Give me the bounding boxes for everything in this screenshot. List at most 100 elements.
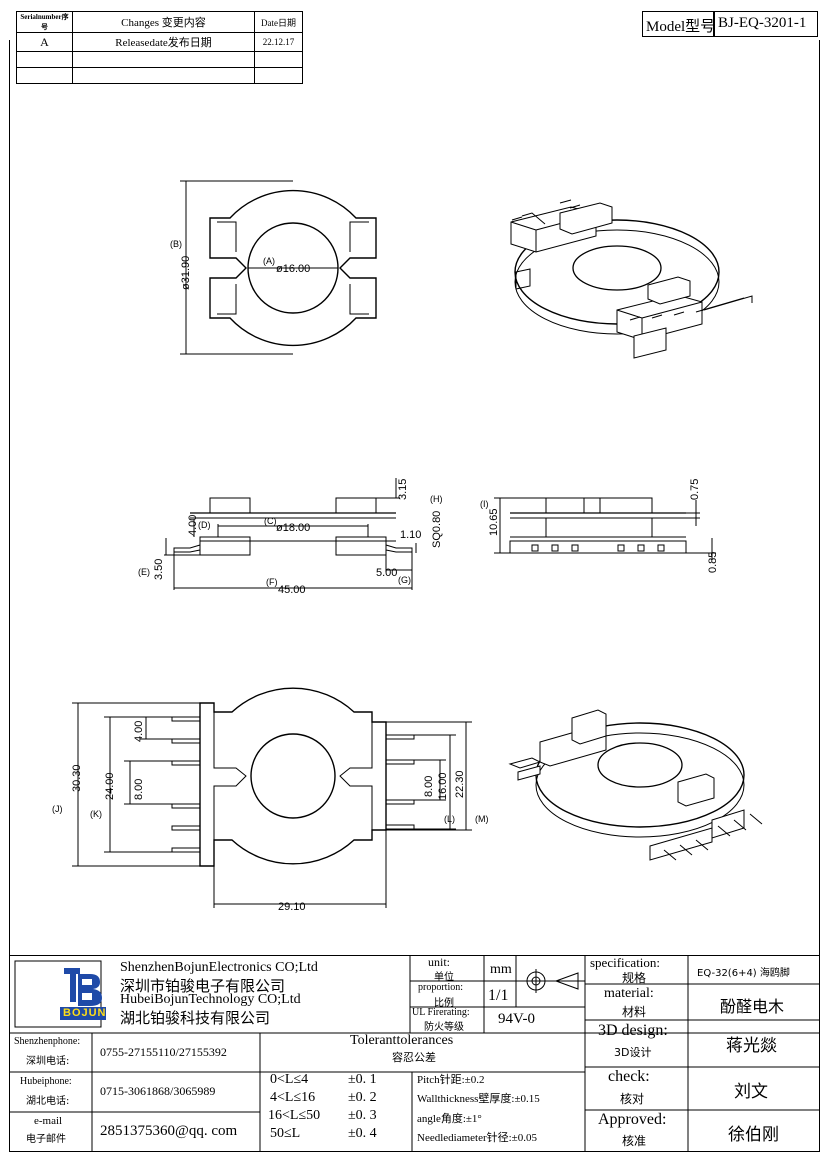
sz-phone-label: Shenzhenphone: bbox=[14, 1036, 81, 1047]
dim-110: 1.10 bbox=[400, 529, 421, 541]
front-view bbox=[494, 497, 716, 560]
design-cn: 3D设计 bbox=[614, 1046, 652, 1059]
hb-phone-label: Hubeiphone: bbox=[20, 1076, 72, 1087]
material-cn: 材料 bbox=[622, 1005, 647, 1019]
proportion-cn: 比例 bbox=[434, 998, 454, 1009]
tolerance-value-3: ±0. 3 bbox=[348, 1108, 377, 1123]
left-pins bbox=[171, 716, 201, 853]
email-value: 2851375360@qq. com bbox=[100, 1123, 238, 1139]
dim-800-left: 8.00 bbox=[133, 779, 145, 800]
tolerance-cn: 容忍公差 bbox=[392, 1051, 436, 1064]
proportion-label: proportion: bbox=[418, 982, 463, 993]
company-cn-2: 湖北铂骏科技有限公司 bbox=[120, 1009, 271, 1027]
tolerance-value-1: ±0. 1 bbox=[348, 1072, 377, 1087]
dim-c-label: (C) bbox=[264, 516, 277, 526]
dim-1065: 10.65 bbox=[488, 508, 500, 536]
dim-d-label: (D) bbox=[198, 520, 211, 530]
material-value: 酚醛电木 bbox=[720, 997, 785, 1016]
design-value: 蒋光燚 bbox=[726, 1036, 777, 1056]
company-cn-1: 深圳市铂骏电子有限公司 bbox=[120, 977, 286, 995]
dim-g-label: (G) bbox=[398, 575, 411, 585]
dim-diameter-18: ø18.00 bbox=[276, 522, 310, 534]
dim-315: 3.15 bbox=[397, 479, 409, 500]
note-pitch: Pitch针距:±0.2 bbox=[417, 1074, 485, 1086]
proportion-value: 1/1 bbox=[488, 987, 509, 1004]
hb-phone-cn: 湖北电话: bbox=[26, 1096, 70, 1107]
approved-label: Approved: bbox=[598, 1111, 667, 1128]
dim-i-label: (I) bbox=[480, 499, 489, 509]
isometric-view-top bbox=[510, 199, 753, 359]
dim-2230: 22.30 bbox=[454, 770, 466, 798]
right-pins bbox=[385, 734, 415, 830]
dim-2910: 29.10 bbox=[278, 901, 306, 913]
dim-e-label: (E) bbox=[138, 567, 150, 577]
specification-label: specification: bbox=[590, 955, 661, 970]
logo-text: BOJUN bbox=[63, 1007, 107, 1019]
tolerance-range-1: 0<L≤4 bbox=[270, 1072, 309, 1087]
side-view bbox=[164, 478, 417, 590]
dim-2400: 24.00 bbox=[104, 772, 116, 800]
rev-empty-cell bbox=[254, 67, 303, 84]
tolerance-value-2: ±0. 2 bbox=[348, 1090, 377, 1105]
material-label: material: bbox=[604, 986, 654, 1001]
dim-j-label: (J) bbox=[52, 804, 63, 814]
dim-350: 3.50 bbox=[153, 559, 165, 580]
dim-500: 5.00 bbox=[376, 567, 397, 579]
note-needle-diameter: Needlediameter针径:±0.05 bbox=[417, 1132, 537, 1144]
dim-m-label: (M) bbox=[475, 814, 489, 824]
check-label: check: bbox=[608, 1068, 650, 1085]
dim-400-side: 4.00 bbox=[187, 515, 199, 536]
tolerance-range-4: 50≤L bbox=[270, 1126, 301, 1141]
dim-1600: 16.00 bbox=[437, 772, 449, 800]
bottom-view bbox=[72, 687, 472, 908]
tolerance-title: Toleranttolerances bbox=[350, 1033, 454, 1048]
dim-a-label: (A) bbox=[263, 256, 275, 266]
unit-value: mm bbox=[490, 962, 512, 977]
dim-inner-diameter: ø16.00 bbox=[276, 263, 310, 275]
dim-4500: 45.00 bbox=[278, 584, 306, 596]
email-label: e-mail bbox=[34, 1115, 63, 1127]
company-en-1: ShenzhenBojunElectronics CO;Ltd bbox=[120, 960, 318, 975]
model-value: BJ-EQ-3201-1 bbox=[718, 15, 807, 31]
sz-phone-value: 0755-27155110/27155392 bbox=[100, 1045, 227, 1059]
bojun-logo-mark bbox=[60, 968, 106, 1020]
tolerance-range-3: 16<L≤50 bbox=[268, 1108, 321, 1123]
specification-value: EQ-32(6+4) 海鸥脚 bbox=[697, 968, 790, 979]
dim-outer-diameter: ø31.90 bbox=[180, 256, 192, 290]
check-value: 刘文 bbox=[734, 1082, 768, 1102]
dim-b-label: (B) bbox=[170, 239, 182, 249]
sz-phone-cn: 深圳电话: bbox=[26, 1056, 70, 1067]
note-angle: angle角度:±1° bbox=[417, 1113, 482, 1125]
tolerance-value-4: ±0. 4 bbox=[348, 1126, 377, 1141]
model-box: Model型号 BJ-EQ-3201-1 bbox=[642, 11, 818, 37]
ul-cn: 防火等级 bbox=[424, 1022, 464, 1033]
dim-075: 0.75 bbox=[689, 479, 701, 500]
dim-h-label: (H) bbox=[430, 494, 443, 504]
top-view bbox=[180, 180, 377, 355]
note-wall-thickness: Wallthickness壁厚度:±0.15 bbox=[417, 1093, 540, 1105]
company-en-2: HubeiBojunTechnology CO;Ltd bbox=[120, 992, 301, 1007]
projection-symbol-icon bbox=[524, 969, 579, 993]
check-cn: 核对 bbox=[620, 1092, 645, 1106]
title-block bbox=[9, 955, 820, 1152]
dim-sq080: SQ0.80 bbox=[431, 511, 443, 548]
dim-l-label: (L) bbox=[444, 814, 455, 824]
model-label: Model型号 bbox=[646, 19, 716, 35]
model-divider bbox=[713, 12, 715, 36]
ul-label: UL Firerating: bbox=[412, 1007, 470, 1018]
isometric-view-bottom bbox=[508, 709, 763, 861]
unit-label: unit: bbox=[428, 955, 451, 969]
dim-k-label: (K) bbox=[90, 809, 102, 819]
ul-value: 94V-0 bbox=[498, 1011, 535, 1027]
specification-cn: 规格 bbox=[622, 971, 647, 985]
dim-800-right: 8.00 bbox=[423, 776, 435, 797]
email-cn: 电子邮件 bbox=[26, 1134, 66, 1145]
revision-table: Serialnumber序号 Changes 变更内容 Date日期 A Rel… bbox=[16, 11, 303, 84]
dim-3030: 30.30 bbox=[71, 764, 83, 792]
design-label: 3D design: bbox=[598, 1022, 668, 1039]
unit-cn: 单位 bbox=[434, 972, 454, 983]
technical-drawing: (B) ø31.90 (A) ø16.00 bbox=[52, 180, 763, 913]
dim-f-label: (F) bbox=[266, 577, 278, 587]
approved-value: 徐伯刚 bbox=[728, 1125, 779, 1145]
approved-cn: 核准 bbox=[622, 1134, 647, 1148]
